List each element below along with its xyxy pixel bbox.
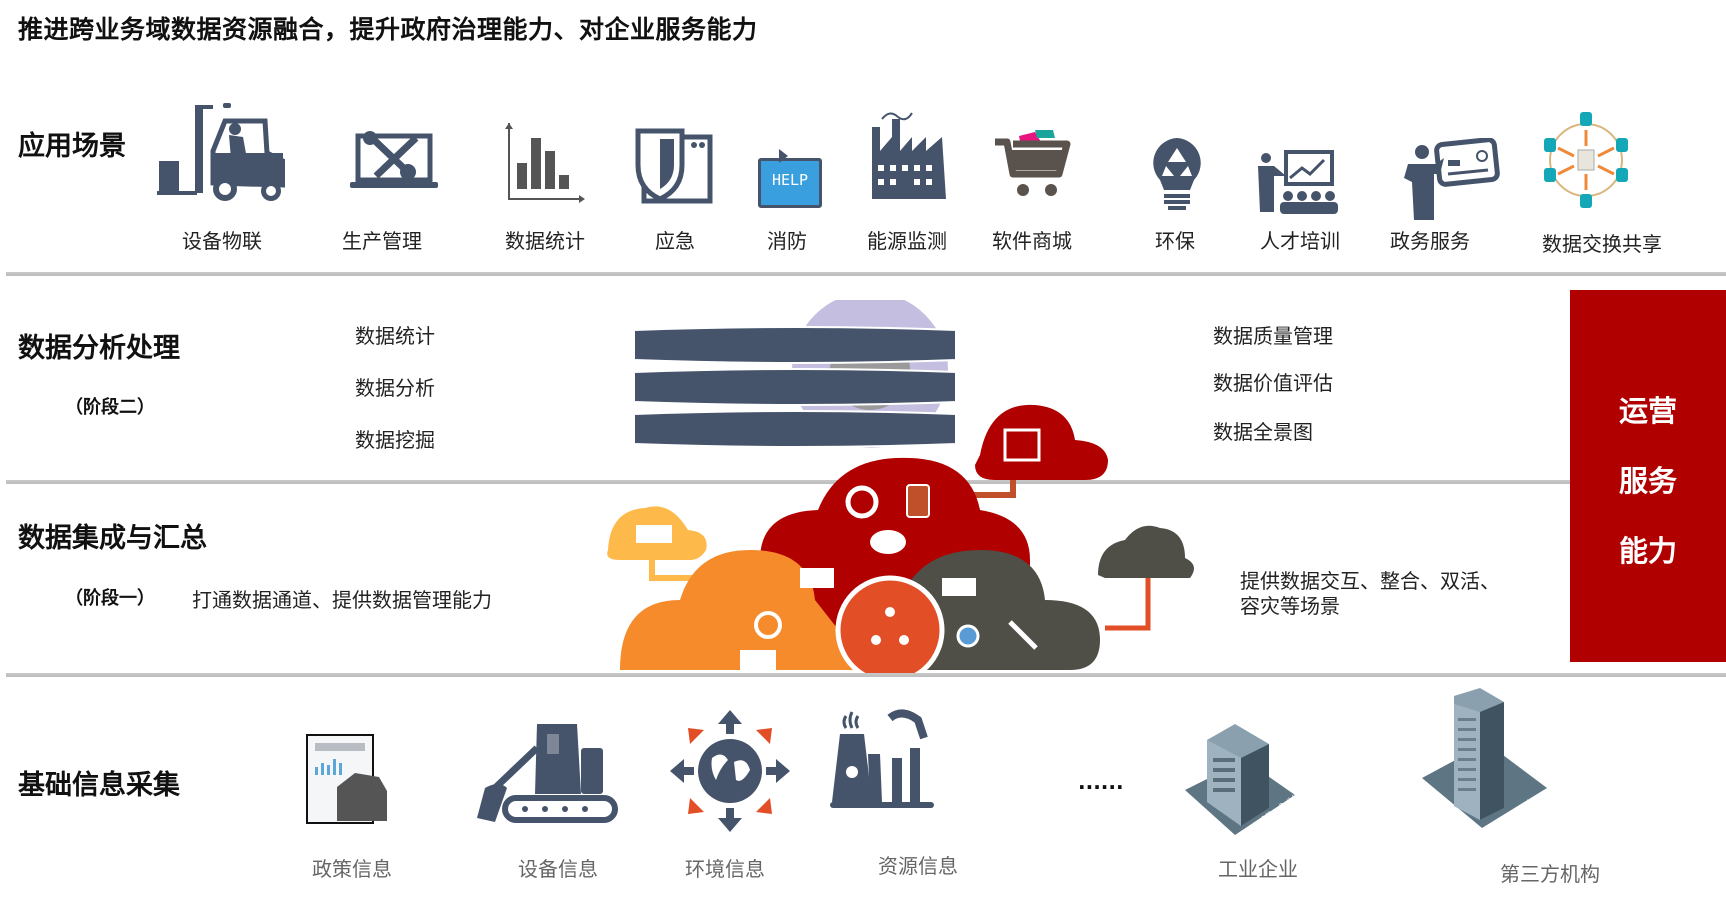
document-folder-icon [306,734,387,824]
app-label-production: 生产管理 [342,229,422,253]
operations-line-2: 服务 [1618,464,1677,498]
app-label-energy: 能源监测 [867,229,947,253]
more-ellipsis: ...... [1078,770,1124,794]
phone-icon [906,484,930,518]
excavator-icon [477,724,618,823]
briefcase-icon [800,568,834,588]
integration-scenarios-line2: 容灾等场景 [1240,594,1340,618]
app-label-data-exchange: 数据交换共享 [1542,232,1662,256]
shield-window-icon [635,128,713,204]
analysis-item-panorama: 数据全景图 [1213,420,1313,444]
arrow-icon [779,149,788,163]
app-label-device-iot: 设备物联 [182,229,262,253]
wrench-icon [1008,620,1038,650]
app-label-gov-service: 政务服务 [1390,229,1470,253]
analysis-item-mining: 数据挖掘 [355,428,435,452]
bar-chart-icon [505,123,585,203]
basket-cloud-icon [607,506,719,593]
collection-label-device: 设备信息 [518,857,598,881]
network-circle-icon [835,575,945,675]
integration-stage: （阶段一） [65,588,155,609]
recycle-bulb-icon [1153,138,1201,210]
integration-heading: 数据集成与汇总 [18,523,207,554]
app-label-software-store: 软件商城 [992,229,1072,253]
chat-bubble-icon [870,530,906,554]
power-plant-oil-pump-icon [830,709,934,808]
office-building-icon: Office Building [1185,724,1295,835]
data-exchange-icon [1544,112,1628,208]
location-pin-icon [956,624,980,648]
cloud-cluster-icon [607,404,1194,675]
database-stack-icon [633,300,957,448]
analysis-item-statistics: 数据统计 [355,324,435,348]
collection-label-industrial: 工业企业 [1218,857,1298,881]
collection-heading: 基础信息采集 [18,770,180,801]
divider-3 [6,673,1726,677]
analysis-item-analysis: 数据分析 [355,376,435,400]
globe-arrows-icon [670,710,790,832]
book-icon [740,650,776,670]
integration-description: 打通数据通道、提供数据管理能力 [192,588,492,612]
operations-service-panel: 运营 服务 能力 [1570,290,1726,662]
collection-label-third-party: 第三方机构 [1500,862,1600,886]
divider-2 [6,480,1571,484]
laptop-tools-icon [350,131,438,188]
collection-label-environment: 环境信息 [685,857,765,881]
analysis-stage: （阶段二） [65,397,155,418]
presenter-icon [1258,150,1338,214]
dark-cloud-icon [1098,525,1194,631]
app-label-talent-training: 人才培训 [1260,229,1340,253]
hotel-building-icon: Hotel [1422,688,1547,828]
forklift-icon [157,103,285,201]
page-title: 推进跨业务域数据资源融合，提升政府治理能力、对企业服务能力 [18,15,758,44]
help-sign-icon: HELP [758,149,822,208]
applications-heading: 应用场景 [18,131,126,162]
collection-label-resources: 资源信息 [878,854,958,878]
shopping-cart-icon [995,130,1071,196]
app-label-environment: 环保 [1155,229,1195,253]
analysis-item-quality: 数据质量管理 [1213,324,1333,348]
operations-line-1: 运营 [1618,394,1677,428]
app-label-emergency: 应急 [655,229,695,253]
analysis-heading: 数据分析处理 [18,333,180,364]
analysis-item-value: 数据价值评估 [1213,371,1333,395]
operations-line-3: 能力 [1618,534,1677,568]
magnifier-icon [754,611,782,639]
integration-scenarios-line1: 提供数据交互、整合、双活、 [1240,569,1500,593]
app-label-statistics: 数据统计 [505,229,585,253]
collection-label-policy: 政策信息 [312,857,392,881]
factory-icon [872,112,946,199]
businessman-card-icon [1404,138,1500,220]
card-icon [942,578,976,596]
gear-small-icon [845,485,879,519]
divider-1 [6,272,1726,276]
app-label-fire: 消防 [767,229,807,253]
help-text: HELP [771,171,809,189]
